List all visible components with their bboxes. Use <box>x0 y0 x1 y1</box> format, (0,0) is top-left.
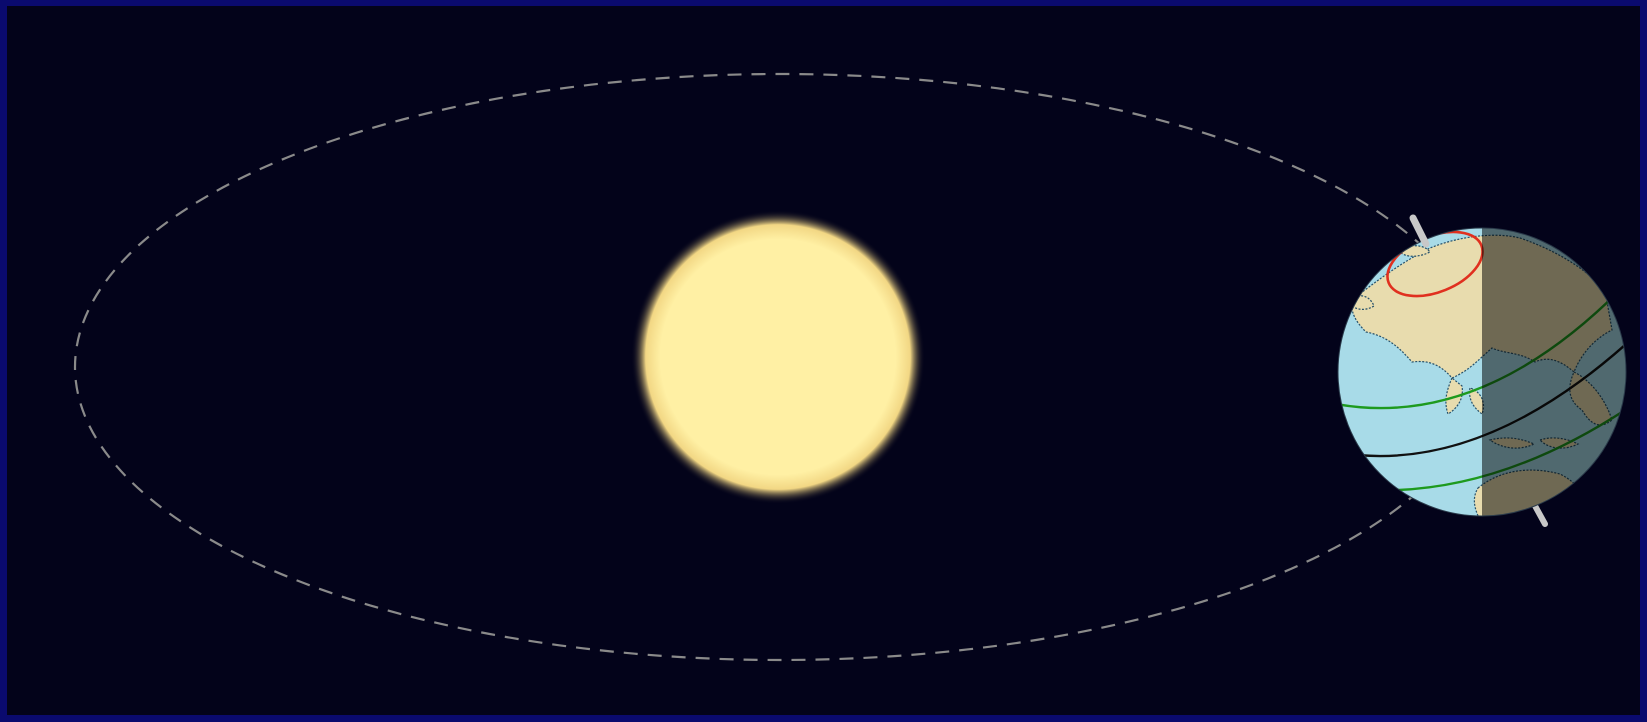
sun <box>631 210 925 504</box>
